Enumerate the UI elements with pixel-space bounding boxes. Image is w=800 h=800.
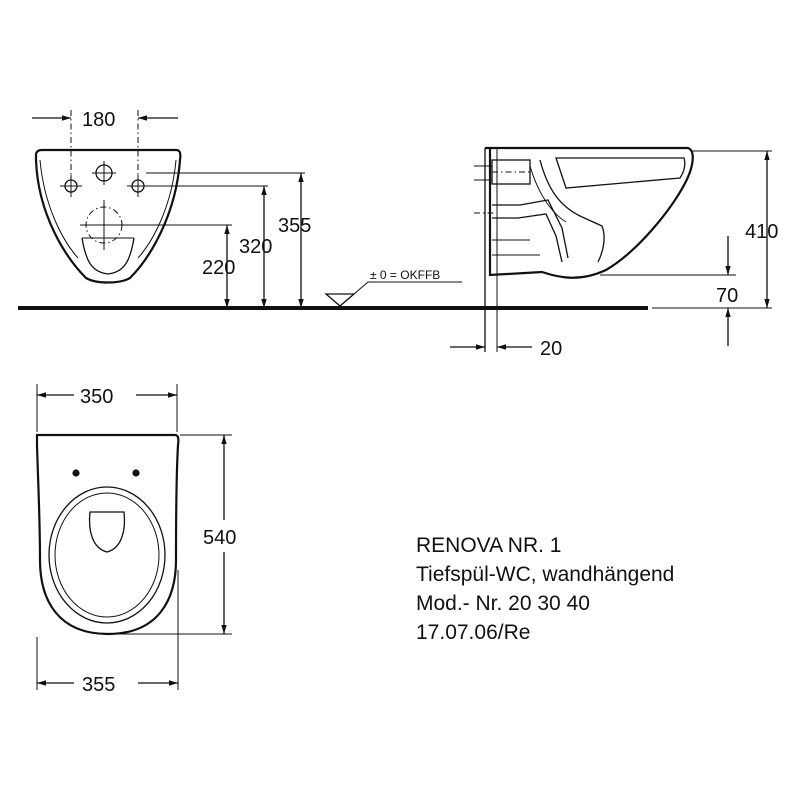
dim-label-410: 410 [745,221,778,243]
floor-reference: ± 0 = OKFFB [324,268,462,307]
dim-label-355: 355 [278,215,311,237]
product-description: Tiefspül-WC, wandhängend [416,563,675,586]
top-mounting-hole-right [132,469,140,477]
floor-reference-label: ± 0 = OKFFB [370,268,440,282]
dim-label-180: 180 [82,109,115,131]
model-number: Mod.- Nr. 20 30 40 [416,592,590,615]
front-view [34,110,305,284]
front-bowl-outline [34,148,182,284]
side-body-outline [485,146,694,279]
top-mounting-hole-left [72,469,80,477]
dim-label-20: 20 [540,338,562,360]
dim-front-heights: 220 320 355 [202,173,311,308]
dim-top-width-front: 355 [37,674,178,696]
dim-label-540: 540 [203,527,236,549]
product-name: RENOVA NR. 1 [416,534,562,557]
top-flush-inlet [88,511,126,553]
drawing-date: 17.07.06/Re [416,621,531,644]
dim-label-220: 220 [202,257,235,279]
dim-label-320: 320 [239,236,272,258]
dim-side-height: 410 [745,151,778,308]
title-block: RENOVA NR. 1 Tiefspül-WC, wandhängend Mo… [416,531,786,647]
dim-side-clearance: 70 [716,236,738,346]
top-rim-inner [54,492,160,618]
top-rim-outer [48,486,166,624]
dim-top-width-back: 350 [37,386,177,408]
dim-top-length: 540 [203,435,236,634]
dim-label-350: 350 [80,386,113,408]
dim-label-355-top: 355 [82,674,115,696]
side-view [474,146,772,352]
dim-label-70: 70 [716,285,738,307]
top-bowl-outline [35,433,180,636]
dim-wall-gap: 20 [450,338,562,360]
dim-front-width: 180 [32,109,178,131]
